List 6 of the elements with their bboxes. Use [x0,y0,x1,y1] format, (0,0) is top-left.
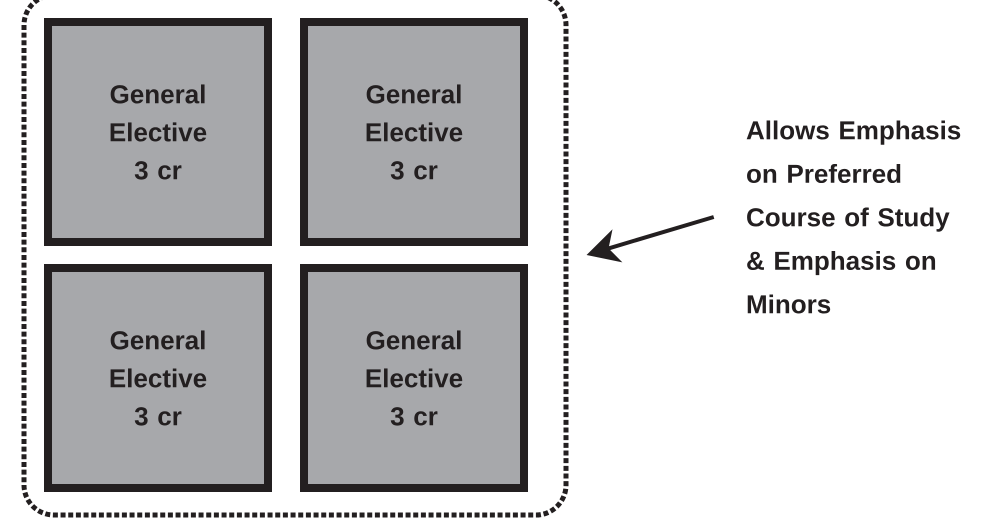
course-box: General Elective 3 cr [44,18,272,246]
course-box: General Elective 3 cr [300,18,528,246]
dotted-border [22,0,568,518]
course-box: General Elective 3 cr [300,264,528,492]
note-text: Allows Emphasis on Preferred Course of Study & Emphasis on Minors [746,120,960,314]
course-box: General Elective 3 cr [44,264,272,492]
